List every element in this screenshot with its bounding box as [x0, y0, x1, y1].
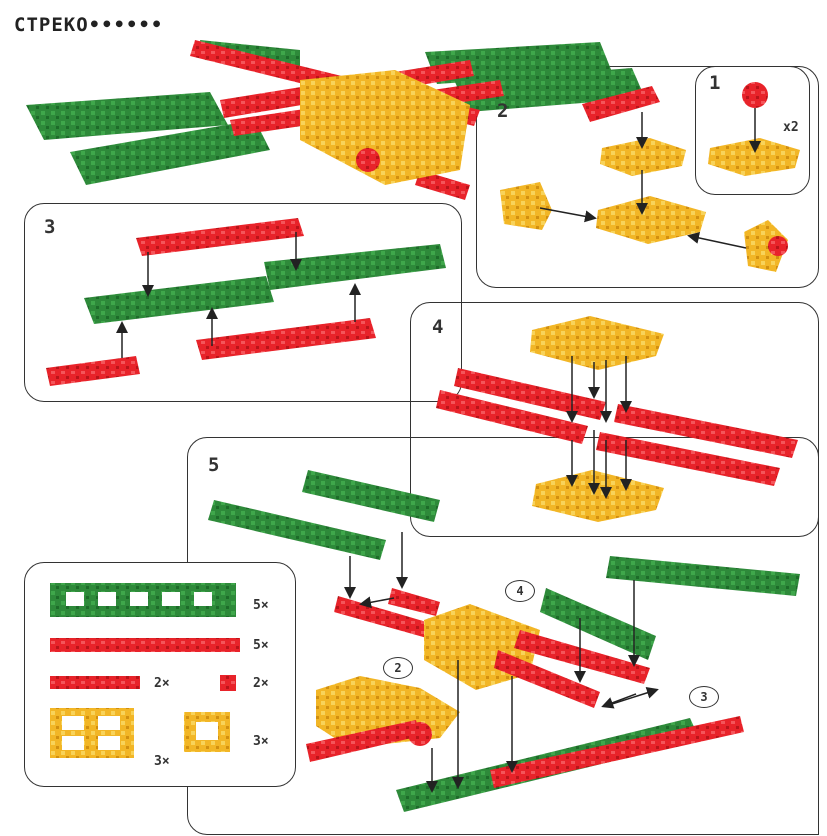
parts-legend-illustration	[50, 583, 240, 758]
step-4-illustration	[436, 316, 798, 522]
step-3-illustration	[46, 218, 446, 386]
green-frame-piece	[264, 244, 446, 290]
legend-red-connector-count: 2×	[253, 676, 269, 691]
step-2-illustration	[500, 86, 788, 272]
red-connector-piece	[742, 82, 768, 108]
yellow-block-piece	[300, 70, 470, 185]
step-5-illustration	[208, 470, 800, 812]
legend-red-long-count: 5×	[253, 638, 269, 653]
red-bar-piece	[46, 356, 140, 386]
legend-yellow-big-count: 3×	[154, 754, 170, 769]
red-bar-piece	[196, 318, 376, 360]
step-5-reference-2: 2	[383, 657, 413, 679]
yellow-block-piece	[708, 138, 800, 176]
step-3-number: 3	[44, 216, 55, 238]
step-2-number: 2	[497, 100, 508, 122]
step-5-reference-4: 4	[505, 580, 535, 602]
legend-yellow-small-count: 3×	[253, 734, 269, 749]
green-frame-piece	[606, 556, 800, 596]
legend-red-long-bar	[50, 638, 240, 652]
step-1-number: 1	[709, 72, 720, 94]
finished-model-illustration	[26, 40, 645, 200]
red-bar-piece	[490, 716, 744, 788]
legend-green-frame-count: 5×	[253, 598, 269, 613]
green-frame-piece	[84, 276, 274, 324]
yellow-block-piece	[596, 196, 706, 244]
step-4-number: 4	[432, 316, 443, 338]
yellow-block-piece	[600, 138, 686, 176]
step-5-number: 5	[208, 454, 219, 476]
legend-red-short-count: 2×	[154, 676, 170, 691]
legend-yellow-big-block	[50, 708, 134, 758]
step-5-reference-3: 3	[689, 686, 719, 708]
red-bar-piece	[388, 588, 440, 616]
yellow-block-piece	[530, 316, 664, 370]
red-connector-piece	[408, 722, 432, 746]
red-connector-piece	[768, 236, 788, 256]
green-frame-piece	[208, 500, 386, 560]
legend-red-connector	[220, 675, 236, 691]
red-bar-piece	[136, 218, 304, 256]
red-connector-piece	[356, 148, 380, 172]
yellow-block-piece	[532, 470, 664, 522]
legend-red-short-bar	[50, 676, 140, 689]
step-1-multiplier: x2	[783, 120, 799, 135]
yellow-block-piece	[500, 182, 552, 230]
green-frame-piece	[302, 470, 440, 522]
